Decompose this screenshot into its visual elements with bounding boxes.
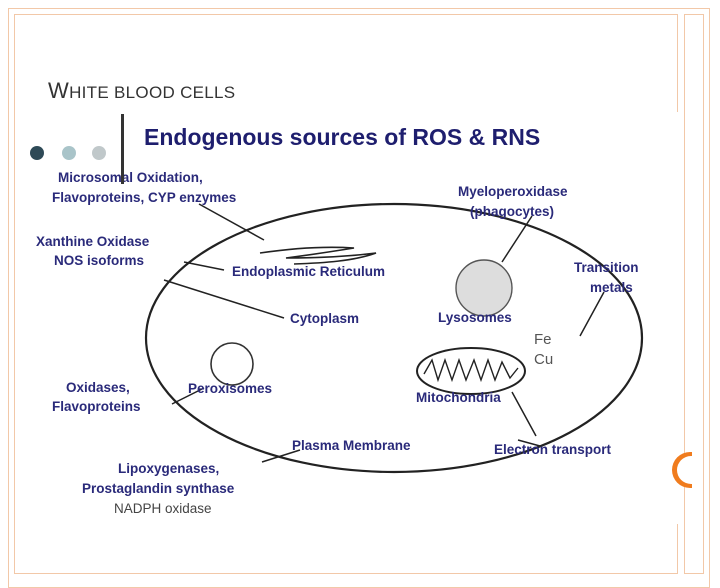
slide-title: WHITE BLOOD CELLS [48, 78, 235, 104]
arrow-xanthine [183, 261, 225, 271]
label-cu: Cu [534, 351, 553, 368]
title-divider [121, 114, 124, 184]
arrow-cytoplasm [163, 279, 285, 319]
arrow-electron-2 [511, 391, 537, 437]
arrow-microsomal [198, 203, 265, 241]
next-slide-tab[interactable] [672, 452, 692, 488]
peroxisome-shape [210, 342, 254, 386]
arrow-lipox [261, 449, 301, 463]
diagram-heading: Endogenous sources of ROS & RNS [144, 124, 540, 150]
label-xanthine-2: NOS isoforms [54, 253, 144, 268]
dot-dark [30, 146, 44, 160]
arrow-oxidases [171, 387, 205, 405]
label-myelo-1: Myeloperoxidase [458, 184, 568, 199]
dot-grey [92, 146, 106, 160]
label-er: Endoplasmic Reticulum [232, 264, 385, 279]
slide-frame-side [684, 14, 704, 574]
label-lipox-3: NADPH oxidase [114, 501, 212, 516]
label-cytoplasm: Cytoplasm [290, 311, 359, 326]
arrow-transition [579, 291, 605, 337]
label-plasma-membrane: Plasma Membrane [292, 438, 411, 453]
label-electron: Electron transport [494, 442, 612, 457]
label-transition-2: metals [590, 280, 633, 295]
label-lysosomes: Lysosomes [438, 310, 512, 325]
label-peroxisomes: Peroxisomes [188, 381, 272, 396]
label-oxidases-1: Oxidases, [66, 380, 130, 395]
label-microsomal-1: Microsomal Oxidation, [58, 170, 203, 185]
slide-title-rest: HITE BLOOD CELLS [69, 83, 236, 102]
arrow-electron [517, 439, 541, 447]
next-slide-tab-inner [677, 456, 692, 484]
label-xanthine-1: Xanthine Oxidase [36, 234, 150, 249]
ros-diagram: Endogenous sources of ROS & RNS Microsom… [24, 112, 680, 524]
label-myelo-2: (phagocytes) [470, 204, 554, 219]
slide-title-initial: W [48, 78, 70, 103]
arrow-myelo [501, 215, 533, 263]
mitochondrion-shape [416, 347, 526, 395]
label-fe: Fe [534, 331, 552, 348]
ros-diagram-svg: Endogenous sources of ROS & RNS Microsom… [36, 124, 644, 516]
label-mitochondria: Mitochondria [416, 390, 501, 405]
label-microsomal-2: Flavoproteins, CYP enzymes [52, 190, 236, 205]
cell-outline [144, 202, 644, 474]
er-shape [259, 246, 377, 265]
dot-teal [62, 146, 76, 160]
lysosome-shape [455, 259, 513, 317]
label-transition-1: Transition [574, 260, 639, 275]
label-lipox-1: Lipoxygenases, [118, 461, 219, 476]
label-lipox-2: Prostaglandin synthase [82, 481, 235, 496]
label-oxidases-2: Flavoproteins [52, 399, 141, 414]
